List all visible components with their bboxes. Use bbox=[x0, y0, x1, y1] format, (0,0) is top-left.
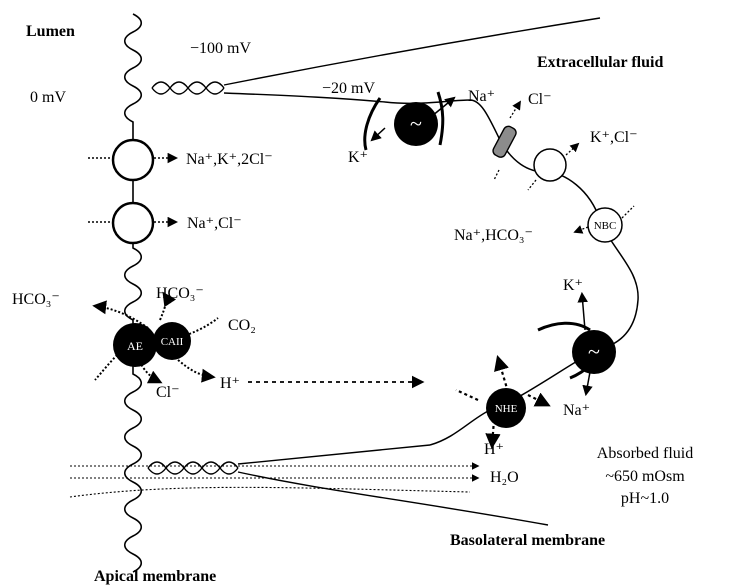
nbc-in-arrow bbox=[621, 205, 635, 219]
nkcc-ions-label: Na⁺,K⁺,2Cl⁻ bbox=[186, 151, 273, 168]
hco3-in-label: HCO₃⁻ bbox=[156, 285, 204, 302]
kcl-cotransporter bbox=[533, 148, 567, 182]
paracellular-water-path bbox=[69, 462, 480, 498]
na-k-pump-top bbox=[363, 91, 456, 151]
nbc-label: NBC bbox=[594, 220, 617, 232]
nbc-out-arrow bbox=[573, 225, 589, 234]
chloride-label: Cl⁻ bbox=[156, 384, 180, 401]
pump-bottom-na-label: Na⁺ bbox=[563, 402, 590, 419]
caii-label: CAII bbox=[161, 336, 184, 348]
caii-enzyme bbox=[153, 322, 191, 360]
kcl-out-arrow bbox=[565, 142, 580, 156]
ncc-ions-label: Na⁺,Cl⁻ bbox=[187, 215, 242, 232]
lumen-potential: 0 mV bbox=[30, 89, 66, 106]
channel-cl-label: Cl⁻ bbox=[528, 91, 552, 108]
pump-top-symbol: ~ bbox=[410, 111, 422, 136]
ncc-transporter bbox=[111, 201, 155, 245]
chloride-channel bbox=[492, 100, 521, 181]
nbc-transporter bbox=[587, 207, 623, 243]
nhe-proton-label: H⁺ bbox=[484, 441, 504, 458]
absorbed-fluid-line1: Absorbed fluid bbox=[597, 445, 693, 462]
basolateral-membrane-label: Basolateral membrane bbox=[450, 532, 605, 549]
tight-junction-top bbox=[151, 17, 601, 103]
absorbed-fluid-line3: pH~1.0 bbox=[621, 490, 669, 507]
proton-label: H⁺ bbox=[220, 375, 240, 392]
kcl-in-arrow bbox=[527, 179, 537, 191]
hco3-out-label: HCO₃⁻ bbox=[12, 291, 60, 308]
apical-membrane-line bbox=[123, 13, 143, 573]
pump-top-na-label: Na⁺ bbox=[468, 88, 495, 105]
apical-membrane-label: Apical membrane bbox=[94, 568, 216, 585]
nhe-label: NHE bbox=[495, 403, 518, 415]
nhe-transporter bbox=[486, 388, 526, 428]
pump-bottom-symbol: ~ bbox=[588, 339, 600, 364]
tight-junction-bottom bbox=[147, 444, 549, 526]
pump-bottom-k-label: K⁺ bbox=[563, 277, 583, 294]
extracellular-fluid-label: Extracellular fluid bbox=[537, 54, 663, 71]
na-hco3-label: Na⁺,HCO₃⁻ bbox=[454, 227, 533, 244]
na-k-pump-bottom bbox=[537, 291, 616, 397]
junction-potential: −100 mV bbox=[190, 40, 251, 57]
co2-label: CO₂ bbox=[228, 317, 256, 334]
nkcc-transporter bbox=[111, 138, 155, 182]
nhe-flux-arrows bbox=[455, 355, 551, 450]
ae-label: AE bbox=[127, 339, 143, 353]
cell-potential: −20 mV bbox=[322, 80, 375, 97]
water-label: H₂O bbox=[490, 469, 519, 486]
kcl-label: K⁺,Cl⁻ bbox=[590, 129, 638, 146]
ae-transporter bbox=[113, 323, 157, 367]
absorbed-fluid-line2: ~650 mOsm bbox=[605, 468, 685, 485]
lumen-label: Lumen bbox=[26, 23, 75, 40]
pump-top-k-label: K⁺ bbox=[348, 149, 368, 166]
